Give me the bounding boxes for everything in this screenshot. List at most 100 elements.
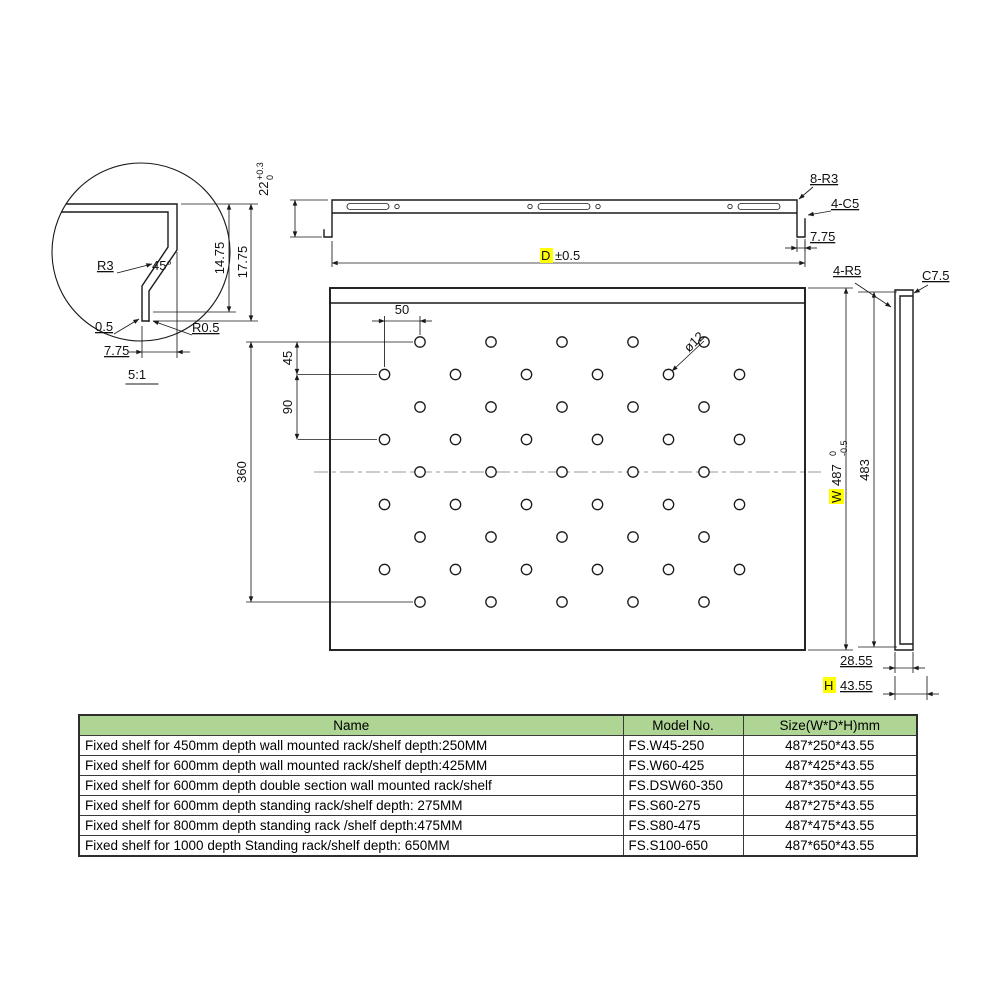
hole-diameter-label: ø12 [681,329,708,355]
cell-name: Fixed shelf for 600mm depth double secti… [78,775,624,796]
shelf-hole [662,563,675,576]
shelf-hole [485,596,497,608]
shelf-hole [520,498,533,511]
shelf-hole [733,563,746,576]
dim-w-value: 487 [829,464,844,486]
shelf-hole [485,531,497,543]
small-hole [527,203,533,210]
shelf-hole [591,368,604,381]
detail-view: 14.75 17.75 R3 45° 0.5 R0.5 7.75 5:1 [51,162,258,385]
label-r3: R3 [97,258,114,273]
dim-22-tol-lower: 0 [265,175,275,180]
shelf-hole [733,368,746,381]
shelf-hole [733,433,746,446]
shelf-hole [627,336,639,348]
shelf-hole [591,563,604,576]
table-row: Fixed shelf for 1000 depth Standing rack… [78,835,918,857]
front-view: 22 +0.3 0 8-R3 4-C5 7.75 D ±0.5 [255,162,859,267]
shelf-hole [485,336,497,348]
label-r0-5: R0.5 [192,320,219,335]
engineering-drawing: 14.75 17.75 R3 45° 0.5 R0.5 7.75 5:1 22 [51,162,949,700]
cell-name: Fixed shelf for 800mm depth standing rac… [78,815,624,836]
col-header-model: Model No. [622,714,744,736]
w-letter-highlight [829,489,844,504]
shelf-hole [591,498,604,511]
shelf-hole [662,433,675,446]
cell-model: FS.DSW60-350 [622,775,744,796]
shelf-hole [556,336,568,348]
shelf-hole [378,368,391,381]
shelf-hole [698,531,710,543]
shelf-hole [414,596,426,608]
dim-7-75-detail: 7.75 [104,343,129,358]
dim-14-75: 14.75 [212,242,227,275]
cell-size: 487*475*43.55 [742,815,918,836]
ventilation-hole-grid [378,336,746,608]
cell-size: 487*650*43.55 [742,835,918,857]
table-row: Fixed shelf for 450mm depth wall mounted… [78,735,918,756]
shelf-hole [485,401,497,413]
shelf-hole [556,466,568,478]
col-header-name: Name [78,714,624,736]
shelf-hole [378,433,391,446]
note-8-r3: 8-R3 [810,171,838,186]
dim-17-75: 17.75 [235,246,250,279]
shelf-hole [520,433,533,446]
shelf-hole [485,466,497,478]
cell-size: 487*250*43.55 [742,735,918,756]
dim-50: 50 [395,302,409,317]
note-4-r5: 4-R5 [833,263,861,278]
table-header-row: Name Model No. Size(W*D*H)mm [78,714,918,736]
shelf-hole [556,401,568,413]
small-hole [394,203,400,210]
shelf-hole [627,401,639,413]
cell-size: 487*275*43.55 [742,795,918,816]
shelf-hole [449,563,462,576]
dim-w-letter: W [829,490,844,503]
cell-name: Fixed shelf for 450mm depth wall mounted… [78,735,624,756]
dim-28-55: 28.55 [840,653,873,668]
dim-360: 360 [234,461,249,483]
shelf-hole [698,336,710,348]
shelf-hole [414,336,426,348]
shelf-hole [698,466,710,478]
shelf-hole [414,531,426,543]
shelf-hole [591,433,604,446]
shelf-hole [449,498,462,511]
shelf-hole [627,596,639,608]
detail-circle [51,162,231,342]
shelf-outline [329,287,806,651]
dim-d-letter: D [541,248,550,263]
plan-view: 50 45 90 360 ø12 W 487 0 -0.5 [234,287,897,651]
detail-scale-label: 5:1 [128,367,146,382]
dim-90: 90 [280,400,295,414]
cell-size: 487*350*43.55 [742,775,918,796]
mount-slot [346,203,390,210]
dim-45: 45 [280,351,295,365]
table-row: Fixed shelf for 600mm depth double secti… [78,775,918,796]
dim-22: 22 [256,182,271,196]
cell-name: Fixed shelf for 1000 depth Standing rack… [78,835,624,857]
dim-483: 483 [857,459,872,481]
dim-h-value: 43.55 [840,678,873,693]
shelf-hole [378,563,391,576]
cell-name: Fixed shelf for 600mm depth standing rac… [78,795,624,816]
shelf-hole [733,498,746,511]
mount-slot [537,203,591,210]
shelf-hole [414,401,426,413]
small-hole [727,203,733,210]
table-row: Fixed shelf for 600mm depth wall mounted… [78,755,918,776]
shelf-hole [378,498,391,511]
label-0-5: 0.5 [95,319,113,334]
shelf-hole [662,368,675,381]
dim-d-tolerance: ±0.5 [555,248,580,263]
shelf-hole [449,433,462,446]
spec-table: Name Model No. Size(W*D*H)mm Fixed shelf… [78,714,918,857]
shelf-hole [520,563,533,576]
shelf-hole [698,401,710,413]
side-view: 4-R5 C7.5 28.55 H 43.55 [823,263,949,700]
dim-w-tol-upper: 0 [828,451,838,456]
dim-h-letter: H [824,678,833,693]
shelf-hole [627,531,639,543]
